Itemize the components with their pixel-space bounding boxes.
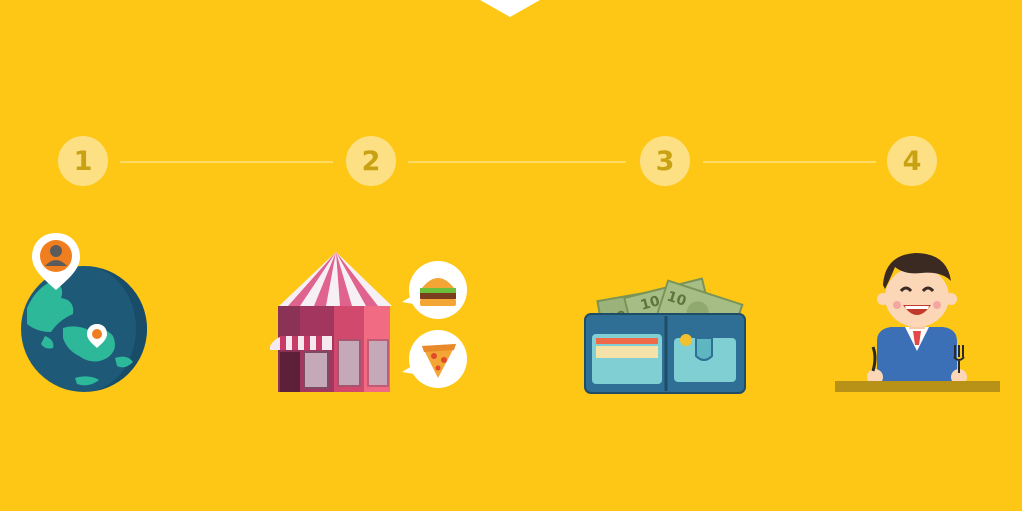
steps-progress: 1 2 3 4 [0,0,1022,200]
burger-icon [402,261,467,319]
top-pointer-notch [480,0,540,17]
step-1-badge: 1 [58,136,108,186]
happy-diner-icon [835,253,1000,392]
banknote-label: 10 [639,293,662,314]
step-4-badge: 4 [887,136,937,186]
user-location-pin-icon [32,233,80,290]
connector-line-1-2 [120,161,333,163]
wallet-money-icon: 10 10 10 [584,277,746,394]
step-3-badge: 3 [640,136,690,186]
banknote-label: 10 [665,289,689,310]
small-location-pin-icon [87,324,107,348]
restaurant-stall-icon [270,252,467,392]
pizza-slice-icon [402,330,467,388]
step-2-badge: 2 [346,136,396,186]
connector-line-2-3 [408,161,626,163]
connector-line-3-4 [703,161,876,163]
location-globe-icon [21,233,147,392]
